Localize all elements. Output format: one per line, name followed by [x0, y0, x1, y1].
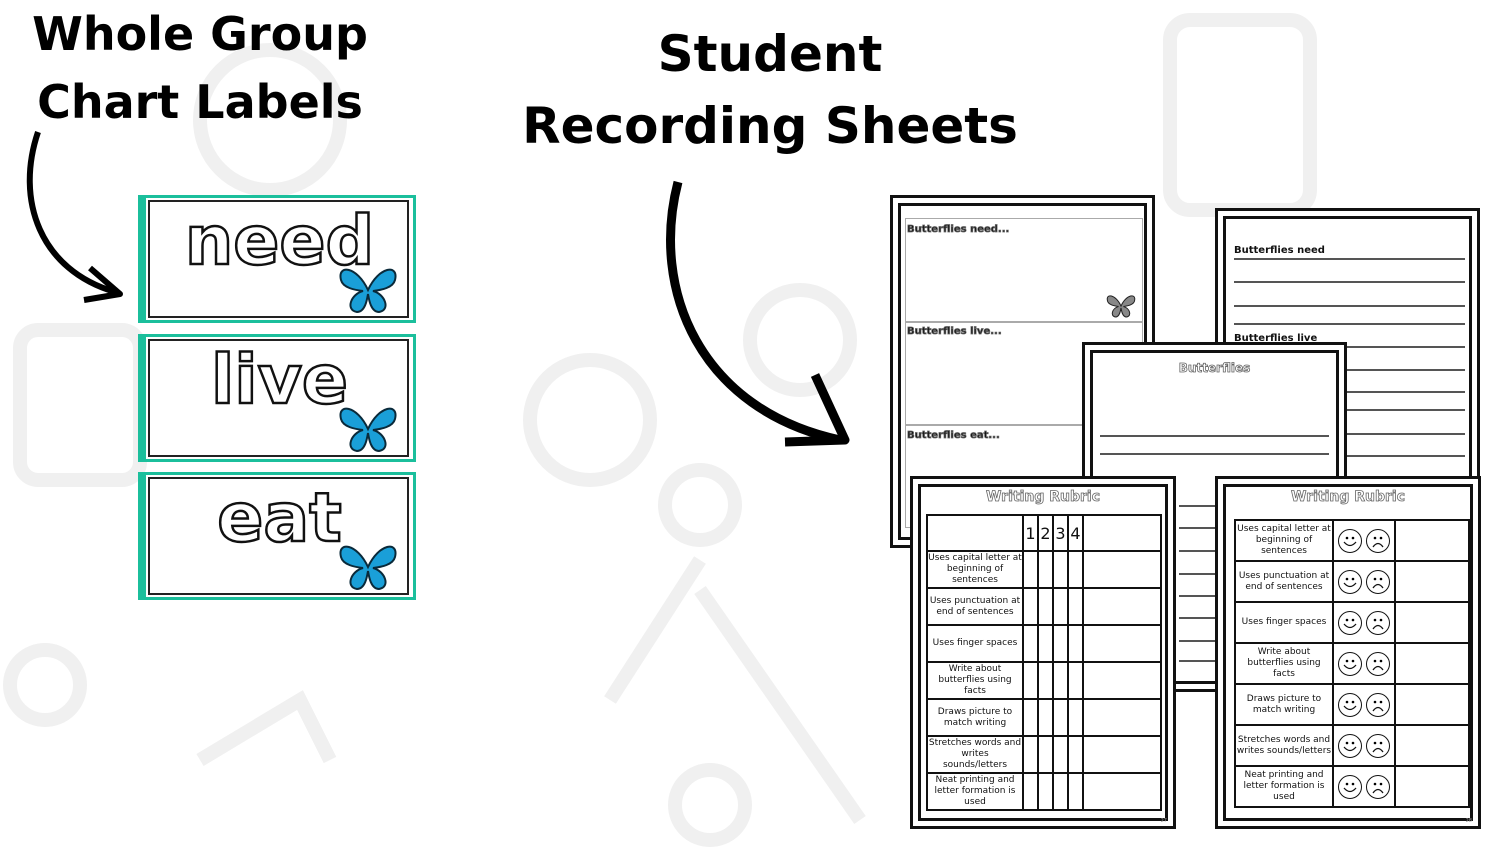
rubric-row: Uses finger spaces: [1234, 601, 1470, 644]
sad-face-icon: [1366, 692, 1390, 717]
score-header: 1: [1022, 514, 1039, 552]
lined-label-need: Butterflies need: [1234, 245, 1325, 256]
rubric-row: Neat printing and letter formation is us…: [1234, 765, 1470, 808]
criterion: Neat printing and letter formation is us…: [1234, 765, 1334, 808]
rubric-row: Draws picture to match writing: [1234, 683, 1470, 726]
box-label-eat: Butterflies eat...: [907, 430, 1001, 442]
rubric-faces-sheet: Writing Rubric Uses capital letter at be…: [1215, 476, 1481, 829]
chart-label-word: need: [184, 201, 376, 283]
criterion: Uses punctuation at end of sentences: [1234, 560, 1334, 603]
criterion: Neat printing and letter formation is us…: [926, 772, 1024, 811]
chart-label-word: eat: [216, 478, 343, 560]
rubric-title: Writing Rubric: [1290, 489, 1406, 506]
smiley-face-icon: [1338, 692, 1362, 717]
criterion: Stretches words and writes sounds/letter…: [1234, 724, 1334, 767]
score-header: 2: [1037, 514, 1054, 552]
sad-face-icon: [1366, 569, 1390, 594]
smiley-face-icon: [1338, 651, 1362, 676]
sad-face-icon: [1366, 651, 1390, 676]
criterion: Write about butterflies using facts: [926, 661, 1024, 700]
chart-label-card: live: [138, 334, 416, 462]
criterion: Write about butterflies using facts: [1234, 642, 1334, 685]
heading-line: Chart Labels: [37, 75, 363, 129]
arrow-left: [26, 131, 116, 295]
score-header: 4: [1067, 514, 1084, 552]
score-header: 3: [1052, 514, 1069, 552]
criterion: Uses finger spaces: [926, 624, 1024, 663]
heading-line: Recording Sheets: [522, 97, 1018, 155]
sad-face-icon: [1366, 733, 1390, 758]
butterfly-icon: [339, 545, 397, 591]
rubric-numeric-table: 1 2 3 4 Uses capital letter at beginning…: [926, 514, 1162, 811]
box-label-live: Butterflies live...: [907, 326, 1002, 338]
rubric-row: Write about butterflies using facts: [1234, 642, 1470, 685]
smiley-face-icon: [1338, 569, 1362, 594]
criterion: Uses capital letter at beginning of sent…: [926, 550, 1024, 589]
smiley-face-icon: [1338, 610, 1362, 635]
rubric-row: Uses punctuation at end of sentences: [1234, 560, 1470, 603]
heading-line: Whole Group: [32, 7, 368, 61]
sad-face-icon: [1366, 610, 1390, 635]
rubric-row: Stretches words and writes sounds/letter…: [1234, 724, 1470, 767]
smiley-face-icon: [1338, 528, 1362, 553]
rubric-title: Writing Rubric: [985, 489, 1101, 506]
page-number: 28: [1465, 818, 1472, 824]
arrow-right: [666, 180, 841, 445]
butterfly-icon: [339, 407, 397, 453]
butterfly-icon: [339, 268, 397, 314]
sad-face-icon: [1366, 528, 1390, 553]
lined-label-live: Butterflies live: [1234, 333, 1318, 344]
smiley-face-icon: [1338, 774, 1362, 799]
rubric-numeric-sheet: Writing Rubric 1 2 3 4 Uses capital lett…: [910, 476, 1176, 829]
box-label-need: Butterflies need...: [907, 224, 1010, 236]
criterion: Uses capital letter at beginning of sent…: [1234, 519, 1334, 562]
butterfly-icon: [1106, 295, 1136, 318]
heading-line: Student: [657, 25, 883, 83]
rubric-row: Uses capital letter at beginning of sent…: [1234, 519, 1470, 562]
criterion: Uses finger spaces: [1234, 601, 1334, 644]
criterion: Uses punctuation at end of sentences: [926, 587, 1024, 626]
smiley-face-icon: [1338, 733, 1362, 758]
criterion: Draws picture to match writing: [926, 698, 1024, 737]
criterion: Stretches words and writes sounds/letter…: [926, 735, 1024, 774]
chart-label-card: need: [138, 195, 416, 323]
heading-whole-group: Whole Group Chart Labels: [20, 0, 380, 136]
heading-student-sheets: Student Recording Sheets: [520, 18, 1020, 162]
rubric-faces-table: Uses capital letter at beginning of sent…: [1234, 519, 1470, 808]
sheet-title: Butterflies: [1178, 361, 1251, 376]
chart-label-card: eat: [138, 472, 416, 600]
chart-label-word: live: [210, 340, 350, 422]
page-number: 27: [1160, 818, 1167, 824]
criterion: Draws picture to match writing: [1234, 683, 1334, 726]
sad-face-icon: [1366, 774, 1390, 799]
